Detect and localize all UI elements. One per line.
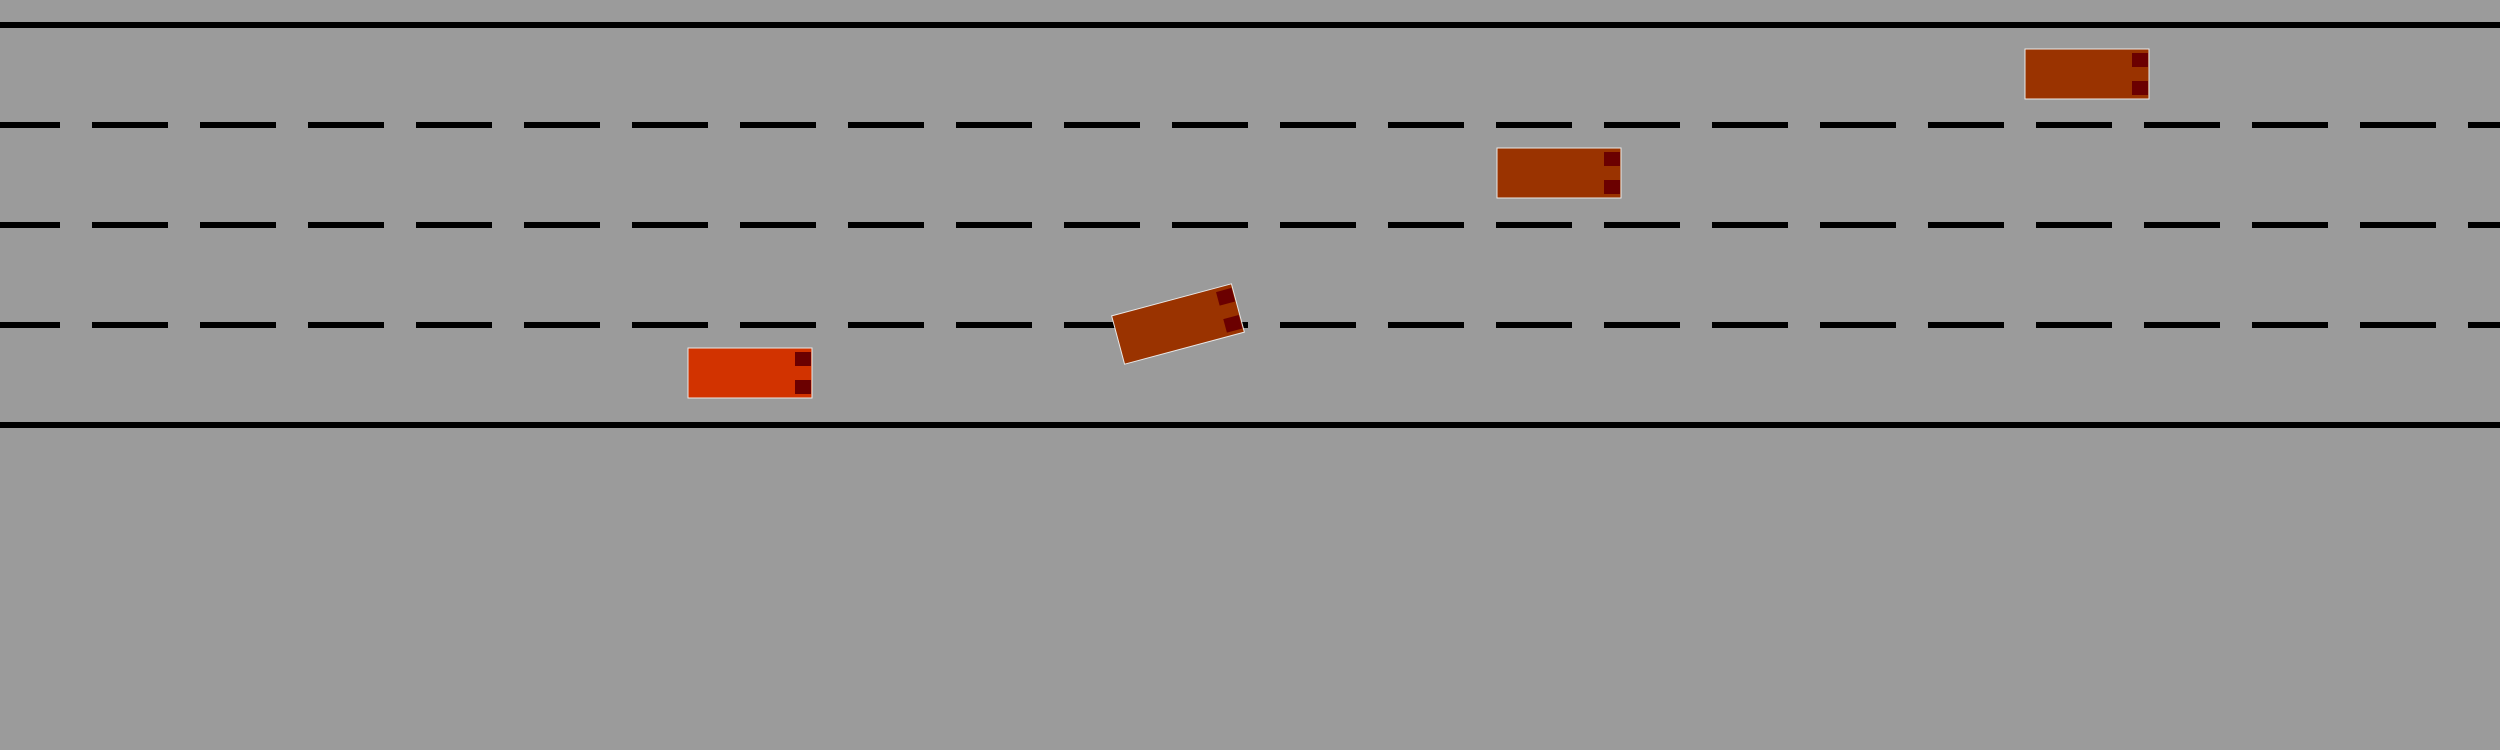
vehicle-car-3 bbox=[2024, 48, 2150, 100]
vehicle-body bbox=[1111, 283, 1245, 365]
headlight-right bbox=[1223, 314, 1243, 333]
headlight-right bbox=[795, 380, 811, 394]
headlight-left bbox=[1216, 287, 1236, 306]
headlight-right bbox=[2132, 81, 2148, 95]
vehicle-body bbox=[2024, 48, 2150, 100]
vehicle-body bbox=[1496, 147, 1622, 199]
headlight-left bbox=[1604, 152, 1620, 166]
vehicle-car-2 bbox=[1496, 147, 1622, 199]
headlight-right bbox=[1604, 180, 1620, 194]
headlight-left bbox=[2132, 53, 2148, 67]
headlight-left bbox=[795, 352, 811, 366]
vehicles-layer bbox=[687, 48, 2150, 399]
vehicle-body bbox=[687, 347, 813, 399]
ego-vehicle bbox=[687, 347, 813, 399]
vehicle-car-1 bbox=[1111, 283, 1245, 365]
